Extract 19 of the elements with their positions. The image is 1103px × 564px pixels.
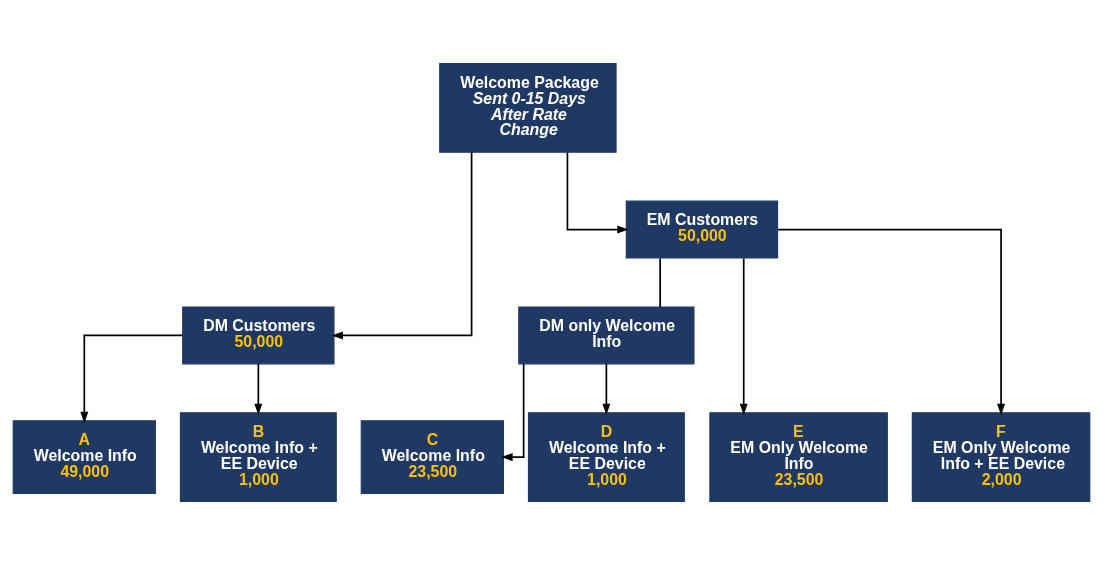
- arrow: [254, 362, 263, 415]
- node-box: D Welcome Info + EE Device 1,000: [527, 411, 685, 502]
- arrow: [739, 257, 748, 415]
- node-box: B Welcome Info + EE Device 1,000: [179, 411, 337, 502]
- arrow: [566, 151, 629, 234]
- arrow: [80, 334, 184, 423]
- connector: [659, 257, 661, 308]
- node-box: DM only Welcome Info: [518, 305, 695, 364]
- node-box: EM Customers 50,000: [625, 200, 779, 259]
- node-box: C Welcome Info 23,500: [360, 419, 504, 494]
- arrow: [776, 228, 1006, 415]
- node-box: Welcome Package Sent 0-15 Days After Rate Change: [439, 62, 617, 153]
- node-box: DM Customers 50,000: [182, 305, 335, 364]
- arrow: [331, 150, 473, 339]
- node-box: F EM Only Welcome Info + EE Device 2,000: [911, 411, 1091, 502]
- node-box: A Welcome Info 49,000: [12, 419, 156, 494]
- arrow: [501, 362, 525, 461]
- arrow: [602, 362, 611, 415]
- node-box: E EM Only Welcome Info 23,500: [709, 411, 888, 502]
